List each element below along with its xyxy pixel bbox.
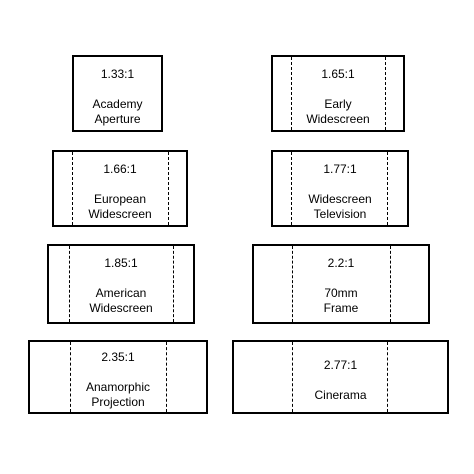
format-name: Anamorphic Projection — [85, 380, 151, 409]
ratio-label: 2.35:1 — [101, 350, 135, 364]
ratio-label: 1.66:1 — [103, 162, 137, 176]
guide-line-left — [69, 246, 70, 322]
frame-early-widescreen: 1.65:1 Early Widescreen — [271, 55, 405, 132]
format-name: Widescreen Television — [308, 192, 372, 221]
ratio-label: 2.77:1 — [323, 358, 358, 372]
guide-line-left — [292, 246, 293, 322]
format-name: European Widescreen — [88, 192, 152, 221]
guide-line-right — [387, 342, 388, 412]
guide-line-left — [292, 342, 293, 412]
format-name: American Widescreen — [89, 286, 153, 315]
ratio-label: 1.77:1 — [323, 162, 357, 176]
ratio-label: 1.85:1 — [104, 256, 138, 270]
guide-line-left — [291, 152, 292, 225]
format-name: Academy Aperture — [92, 97, 143, 126]
guide-line-right — [166, 342, 167, 412]
ratio-label: 1.65:1 — [321, 67, 355, 81]
frame-anamorphic-projection: 2.35:1 Anamorphic Projection — [28, 340, 208, 414]
guide-line-right — [168, 152, 169, 225]
guide-line-right — [385, 57, 386, 130]
ratio-label: 1.33:1 — [100, 67, 135, 81]
guide-line-left — [70, 342, 71, 412]
frame-widescreen-television: 1.77:1 Widescreen Television — [271, 150, 409, 227]
ratio-label: 2.2:1 — [327, 256, 355, 270]
frame-cinerama: 2.77:1 Cinerama — [232, 340, 449, 414]
guide-line-right — [173, 246, 174, 322]
format-name: Cinerama — [314, 388, 367, 402]
guide-line-left — [72, 152, 73, 225]
frame-american-widescreen: 1.85:1 American Widescreen — [47, 244, 195, 324]
frame-european-widescreen: 1.66:1 European Widescreen — [52, 150, 188, 227]
guide-line-right — [387, 152, 388, 225]
frame-70mm: 2.2:1 70mm Frame — [252, 244, 430, 324]
guide-line-right — [390, 246, 391, 322]
guide-line-left — [291, 57, 292, 130]
format-name: 70mm Frame — [323, 286, 359, 315]
frame-academy-aperture: 1.33:1 Academy Aperture — [72, 55, 163, 132]
format-name: Early Widescreen — [306, 97, 370, 126]
